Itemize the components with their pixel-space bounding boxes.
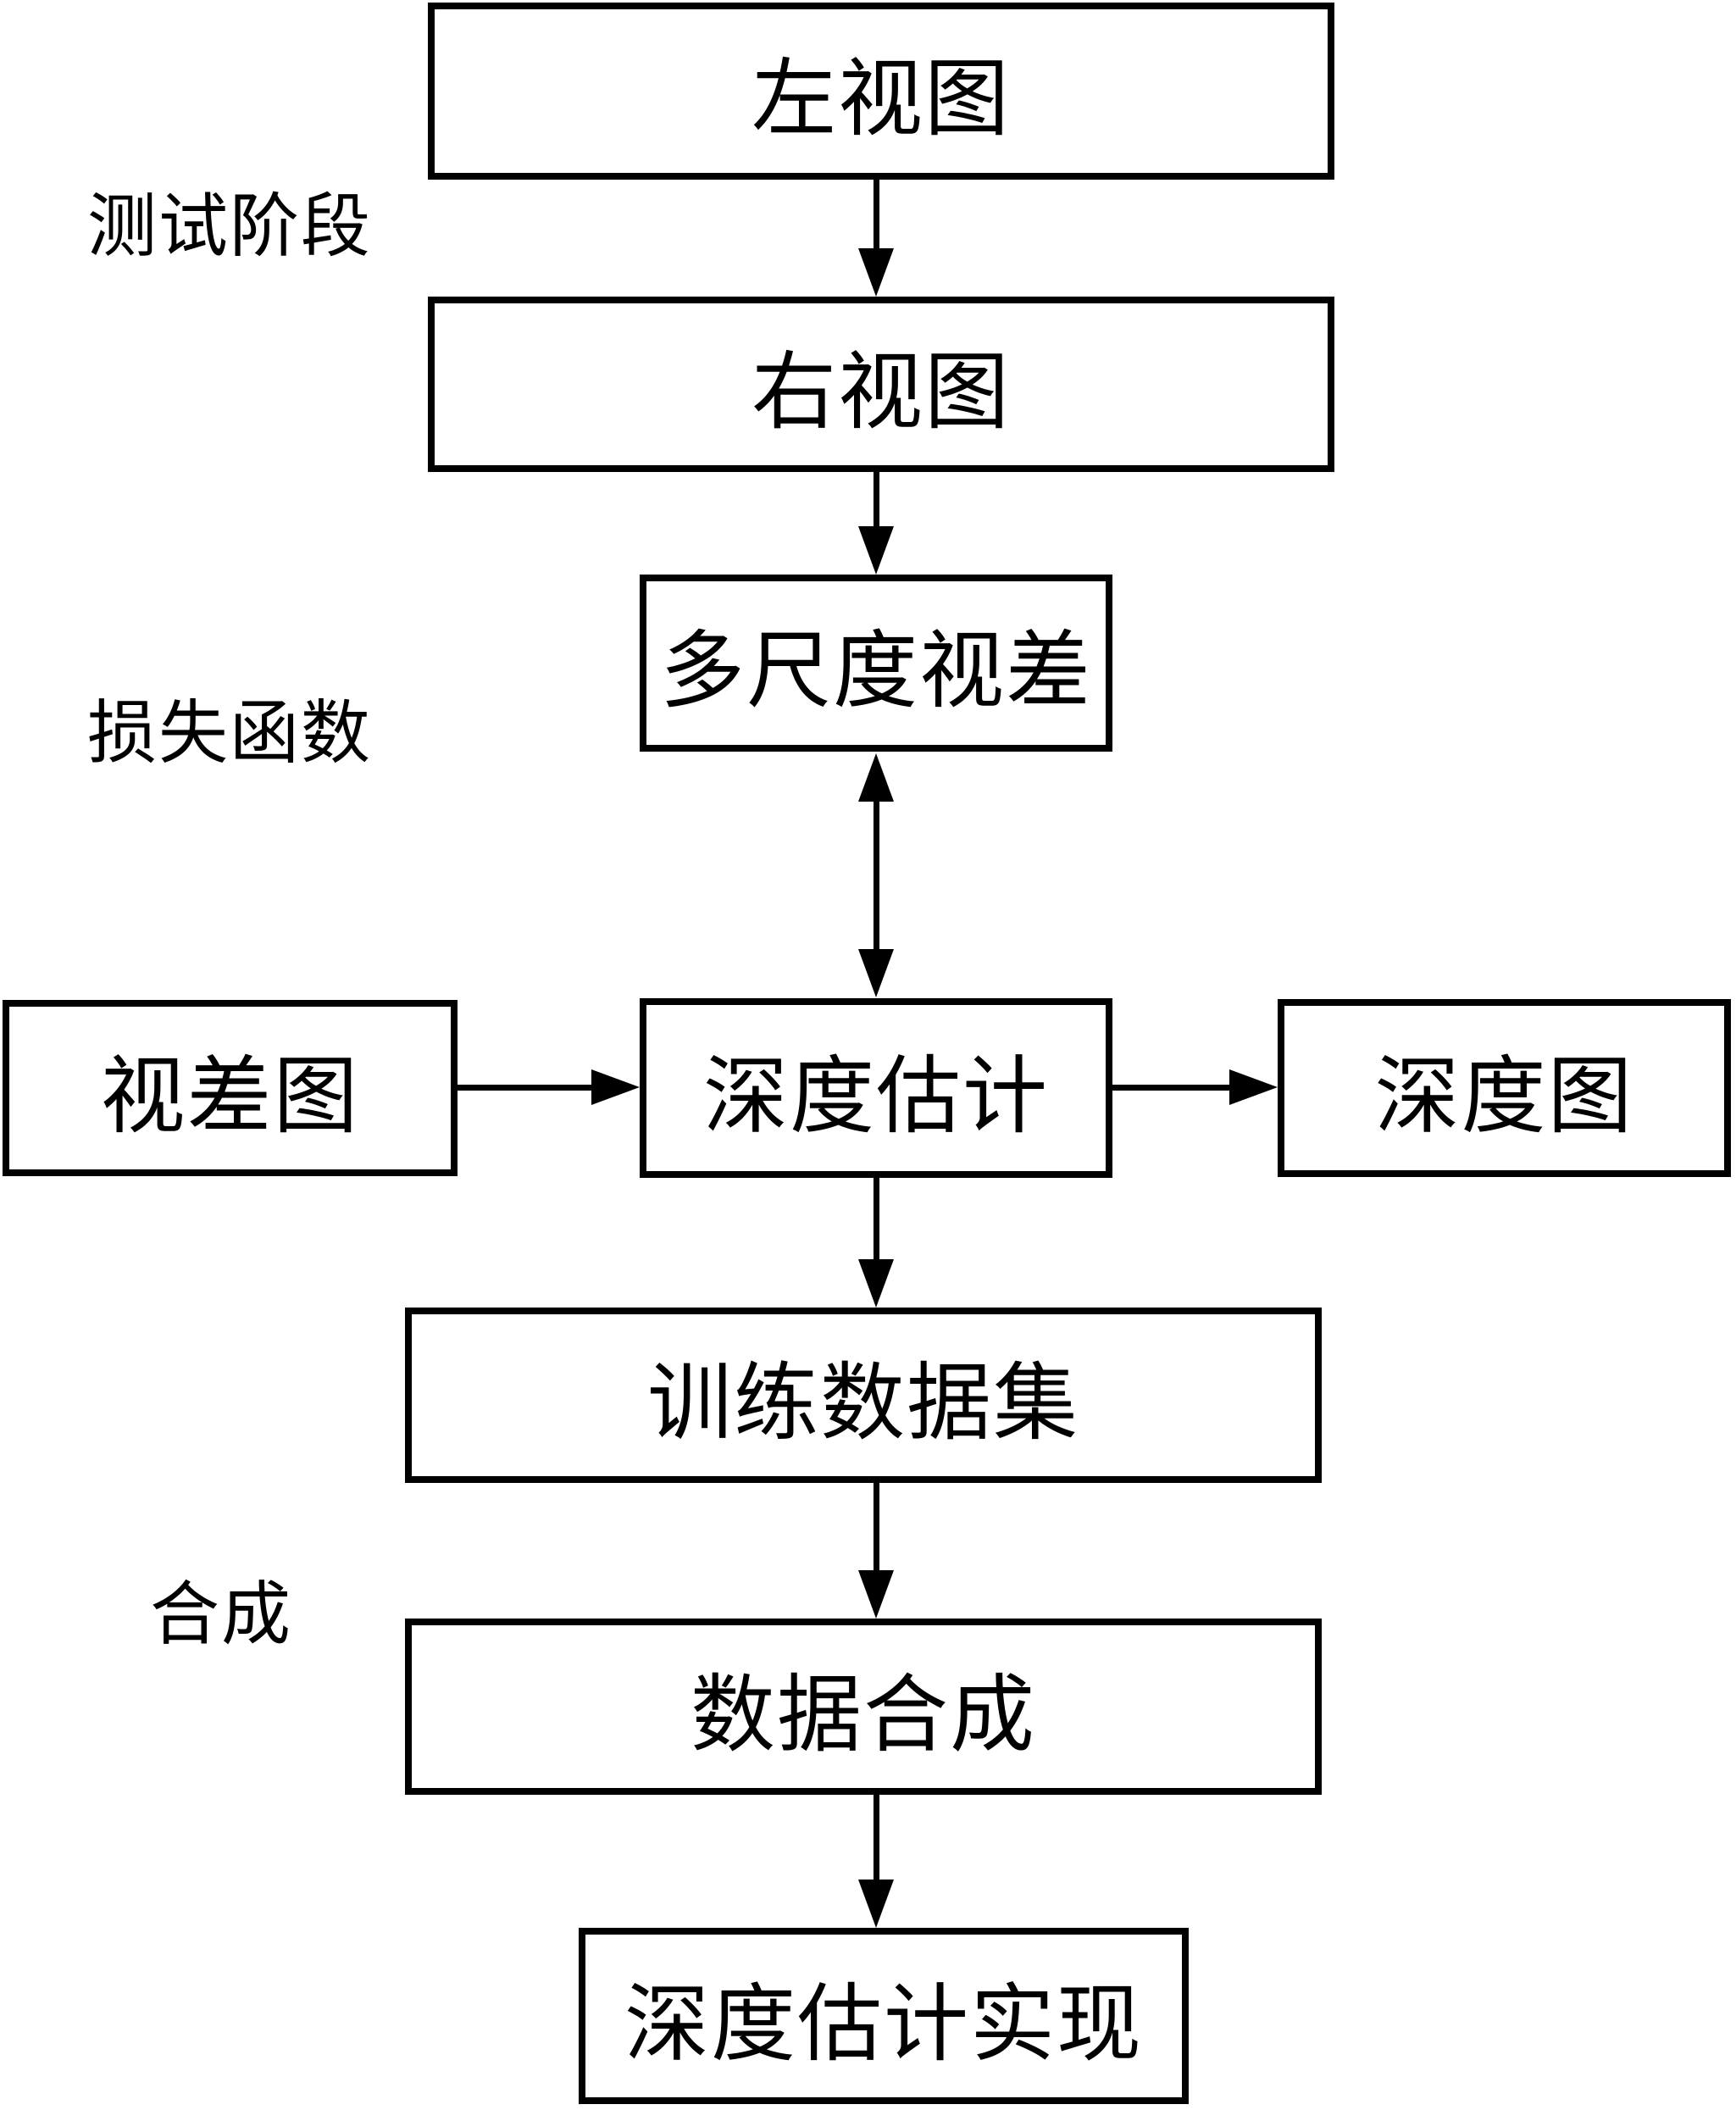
arrow-line — [874, 798, 879, 952]
arrow-line — [874, 1483, 879, 1573]
arrowhead-up — [858, 753, 894, 802]
arrowhead-down — [858, 248, 894, 297]
arrowhead-down — [858, 949, 894, 997]
node-depth-map: 深度图 — [1278, 999, 1731, 1177]
arrow-line — [874, 1178, 879, 1262]
side-label-synthesis: 合成 — [150, 1576, 293, 1653]
arrowhead-down — [858, 1880, 894, 1928]
arrow-line — [874, 1795, 879, 1882]
node-depth-estimation: 深度估计 — [640, 998, 1112, 1178]
arrowhead-down — [858, 526, 894, 575]
arrowhead-down — [858, 1259, 894, 1308]
node-training-dataset: 训练数据集 — [405, 1308, 1322, 1483]
arrow-line — [874, 180, 879, 251]
side-label-test-phase: 测试阶段 — [87, 188, 373, 265]
arrowhead-right — [591, 1069, 640, 1105]
arrow-line — [874, 472, 879, 529]
node-multi-scale-disparity: 多尺度视差 — [640, 575, 1112, 752]
arrowhead-right — [1229, 1069, 1278, 1105]
arrowhead-down — [858, 1570, 894, 1619]
node-right-view: 右视图 — [428, 297, 1334, 472]
arrow-line — [458, 1085, 594, 1091]
node-disparity-map: 视差图 — [3, 1000, 458, 1176]
node-depth-estimation-implementation: 深度估计实现 — [579, 1928, 1189, 2104]
node-left-view: 左视图 — [428, 3, 1334, 180]
side-label-loss-function: 损失函数 — [87, 695, 373, 772]
arrow-line — [1112, 1085, 1232, 1091]
node-data-synthesis: 数据合成 — [405, 1619, 1322, 1795]
